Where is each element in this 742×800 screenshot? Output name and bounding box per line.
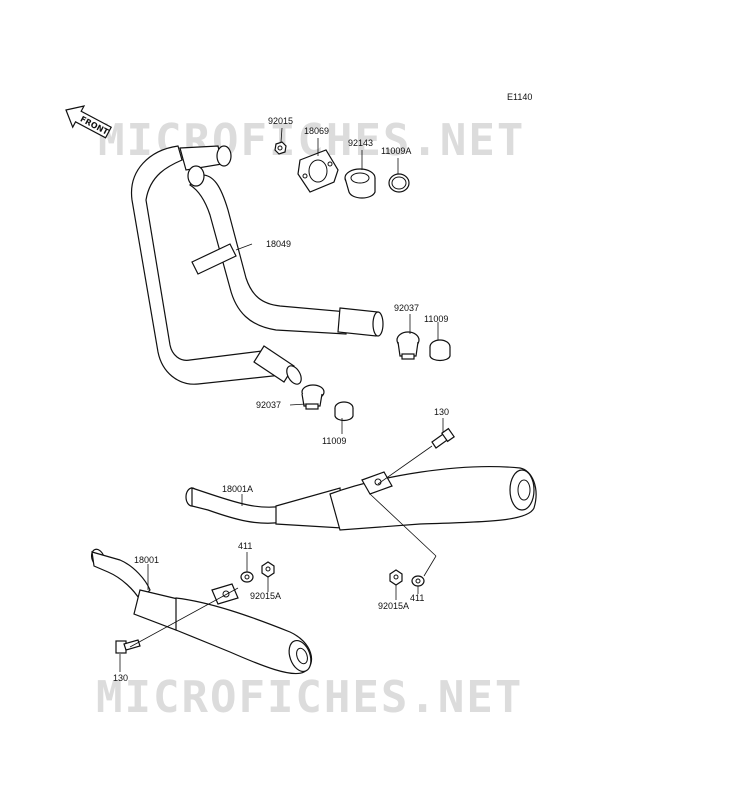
- label-18001: 18001: [134, 555, 159, 565]
- diagram-code: E1140: [507, 92, 532, 102]
- label-92037-upper: 92037: [394, 303, 419, 313]
- part-411-left: [240, 571, 254, 583]
- exhaust-pipe-18049: [130, 145, 384, 385]
- part-411-right: [411, 575, 425, 587]
- label-411-right: 411: [410, 593, 424, 603]
- muffler-18001: [90, 548, 313, 675]
- part-18069: [297, 149, 339, 193]
- part-130-lower: [115, 639, 141, 654]
- part-92037-lower: [301, 384, 325, 410]
- watermark-bottom: MICROFICHES.NET: [96, 672, 523, 723]
- label-18001A: 18001A: [222, 484, 253, 494]
- label-411-left: 411: [238, 541, 252, 551]
- part-92143: [344, 168, 376, 199]
- part-130-upper: [431, 427, 455, 449]
- label-130-upper: 130: [434, 407, 449, 417]
- part-11009-lower: [334, 401, 354, 422]
- label-11009-lower: 11009: [322, 436, 346, 446]
- part-92037-upper: [396, 331, 420, 360]
- label-11009-upper: 11009: [424, 314, 448, 324]
- label-18049: 18049: [266, 239, 291, 249]
- part-11009A: [388, 173, 410, 193]
- muffler-18001A: [185, 466, 537, 531]
- part-92015A-right: [389, 569, 403, 586]
- label-92015: 92015: [268, 116, 293, 126]
- label-92143: 92143: [348, 138, 373, 148]
- label-11009A: 11009A: [381, 146, 411, 156]
- leader-lines: [119, 127, 444, 672]
- label-92037-lower: 92037: [256, 400, 281, 410]
- label-18069: 18069: [304, 126, 329, 136]
- label-130-lower: 130: [113, 673, 128, 683]
- label-92015A-left: 92015A: [250, 591, 281, 601]
- part-92015: [274, 141, 287, 155]
- label-92015A-right: 92015A: [378, 601, 409, 611]
- part-11009-upper: [429, 339, 451, 362]
- part-92015A-left: [261, 561, 275, 578]
